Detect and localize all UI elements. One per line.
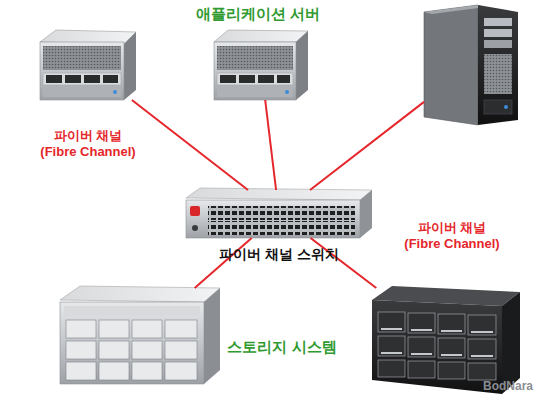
rack-server-illustration bbox=[214, 30, 308, 100]
storage-illustration bbox=[60, 286, 220, 384]
tower-server-illustration bbox=[424, 5, 518, 125]
application-server bbox=[214, 31, 308, 100]
rack-server-illustration bbox=[40, 30, 136, 100]
fibre-channel-link bbox=[265, 100, 276, 190]
storage-system bbox=[372, 288, 520, 394]
group-label: 스토리지 시스템 bbox=[227, 338, 336, 357]
application-server bbox=[40, 32, 136, 100]
edge-label: 파이버 채널 (Fibre Channel) bbox=[34, 128, 142, 160]
storage-system bbox=[60, 288, 220, 384]
fc-switch-illustration bbox=[186, 188, 372, 238]
fc-switch: 파이버 채널 스위치 bbox=[186, 190, 372, 238]
fibre-channel-link bbox=[132, 100, 248, 190]
tower-server bbox=[424, 6, 518, 125]
watermark: BodNara bbox=[483, 379, 533, 393]
fibre-channel-link bbox=[195, 238, 252, 288]
fibre-channel-link bbox=[311, 238, 377, 288]
device-label: 파이버 채널 스위치 bbox=[166, 246, 392, 264]
storage-illustration bbox=[372, 286, 520, 394]
group-label: 애플리케이션 서버 bbox=[196, 5, 320, 24]
edge-label: 파이버 채널 (Fibre Channel) bbox=[398, 220, 506, 252]
fibre-channel-link bbox=[310, 102, 424, 190]
